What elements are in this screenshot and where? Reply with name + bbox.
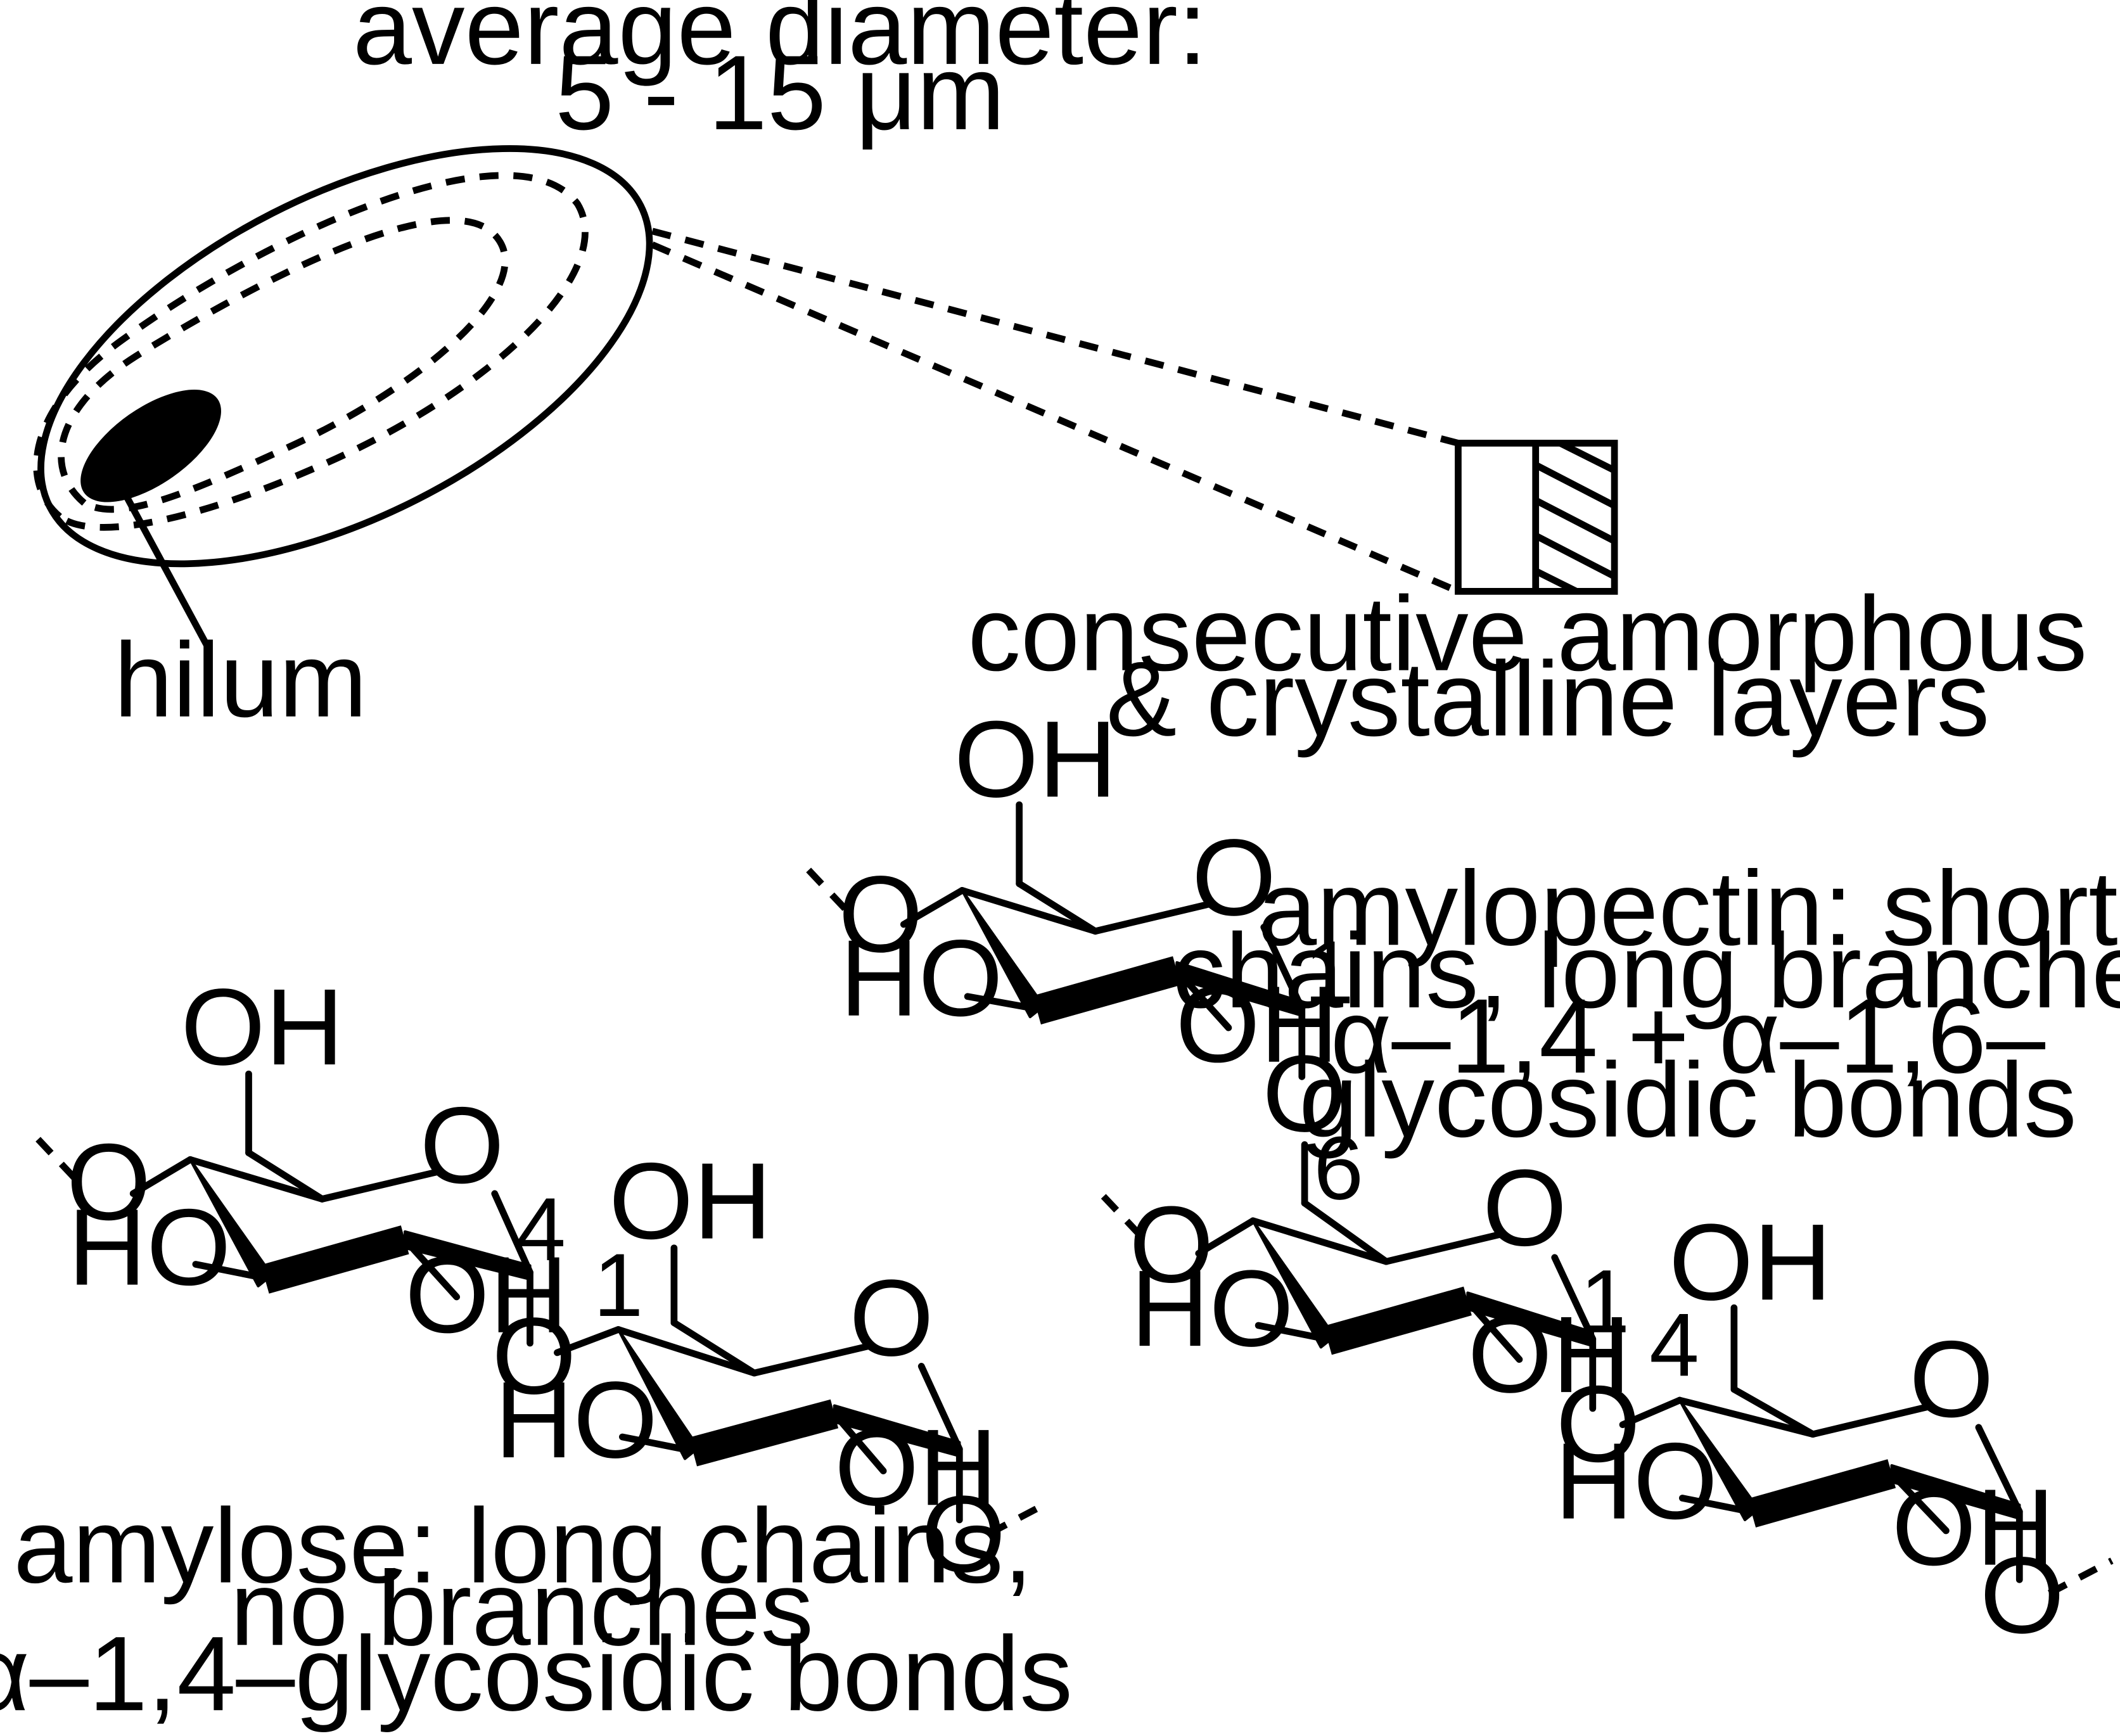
layers-label-line2: & crystalline layers: [1106, 641, 1990, 758]
amylopectin-top-oh-bottom: OH: [1175, 964, 1338, 1085]
starch-granule: average diameter: 5 - 15 μm hilum consec…: [33, 0, 2087, 758]
amylopectin-top-o-link: O: [1262, 1033, 1346, 1154]
amylose-b-oh-top: OH: [609, 1141, 772, 1262]
amylose-b-o-right: O: [921, 1474, 1006, 1595]
amylose-ring-b: O O OH HO OH O 1: [492, 1141, 1051, 1595]
amylopectin-caption-line2: chains, long branches: [1172, 912, 2120, 1030]
amylose-caption-line3: α–1,4–glycosidic bonds: [0, 1615, 1073, 1733]
amylopectin-structure: O O OH HO OH O 1 O O HO OH O: [806, 699, 2120, 1656]
amylopectin-mid-o-ring: O: [1483, 1147, 1567, 1268]
diameter-label-line2: 5 - 15 μm: [555, 34, 1005, 152]
amylopectin-mid-o-left: O: [1129, 1184, 1213, 1305]
amylose-b-o-ring: O: [849, 1258, 933, 1379]
amylose-structure: O O OH HO OH 4 O O OH HO OH: [0, 967, 1073, 1733]
amylopectin-top-oh-top: OH: [954, 699, 1117, 820]
amylose-b-ho-left: HO: [495, 1360, 658, 1481]
zoom-line-upper: [651, 227, 1459, 447]
amylopectin-caption-line4: glycosidic bonds: [1299, 1042, 2077, 1159]
amylopectin-mid-ho-left: HO: [1131, 1248, 1294, 1369]
amylose-a-o-ring: O: [420, 1085, 504, 1206]
amylopectin-right-o-right: O: [1980, 1535, 2064, 1656]
zoom-line-lower: [651, 241, 1460, 595]
amylopectin-ring-top: O O OH HO OH O 1: [806, 699, 1354, 1154]
amylopectin-mid-position-6: 6: [1313, 1118, 1363, 1218]
amylose-b-oh-bottom: OH: [834, 1407, 997, 1528]
amylopectin-top-o-ring: O: [1192, 817, 1276, 938]
amylopectin-right-ho-left: HO: [1555, 1421, 1718, 1542]
hilum-shape: [80, 390, 221, 502]
amylopectin-ring-mid: O O HO OH O 6 1: [1101, 1118, 1640, 1485]
amylose-caption-line2: no branches: [230, 1550, 814, 1668]
amylose-a-o-left: O: [67, 1122, 151, 1243]
amylose-b-o-left: O: [492, 1296, 576, 1417]
amylose-a-ho-left: HO: [68, 1187, 231, 1308]
amylopectin-mid-oh-bottom: OH: [1467, 1294, 1630, 1415]
amylose-ring-a: O O OH HO OH 4: [35, 967, 568, 1356]
amylose-caption-line1: amylose: long chains,: [13, 1488, 1033, 1605]
amylose-b-position-1: 1: [594, 1235, 644, 1336]
amylopectin-ring-right: O OH HO OH O 4: [1555, 1202, 2114, 1656]
amylose-a-oh-top: OH: [181, 967, 343, 1088]
hilum-label: hilum: [114, 622, 367, 739]
layers-label-line1: consecutive amorphous: [967, 575, 2087, 693]
amylopectin-top-ho-left: HO: [840, 918, 1003, 1039]
amylose-a-position-4: 4: [516, 1180, 566, 1280]
amylose-a-oh-bottom: OH: [405, 1235, 568, 1356]
amylopectin-caption-line1: amylopectin: short: [1258, 850, 2118, 967]
growth-ring-outer: [33, 172, 589, 531]
amylopectin-top-position-1: 1: [1304, 922, 1354, 1023]
amylopectin-right-o-ring: O: [1909, 1319, 1993, 1440]
hilum-pointer-line: [123, 494, 213, 652]
growth-ring-inner: [58, 217, 509, 513]
amylopectin-right-position-4: 4: [1649, 1295, 1699, 1395]
crystalline-layer-hatching: [1534, 440, 1616, 595]
amylopectin-top-o-left: O: [838, 854, 923, 975]
amylopectin-right-oh-top: OH: [1669, 1202, 1832, 1323]
amylopectin-right-oh-bottom: OH: [1892, 1467, 2055, 1588]
amylopectin-mid-position-1: 1: [1580, 1252, 1630, 1352]
diameter-label-line1: average diameter:: [353, 0, 1207, 87]
amylopectin-caption-line3: α–1,4 + α–1,6–: [1331, 978, 2045, 1095]
